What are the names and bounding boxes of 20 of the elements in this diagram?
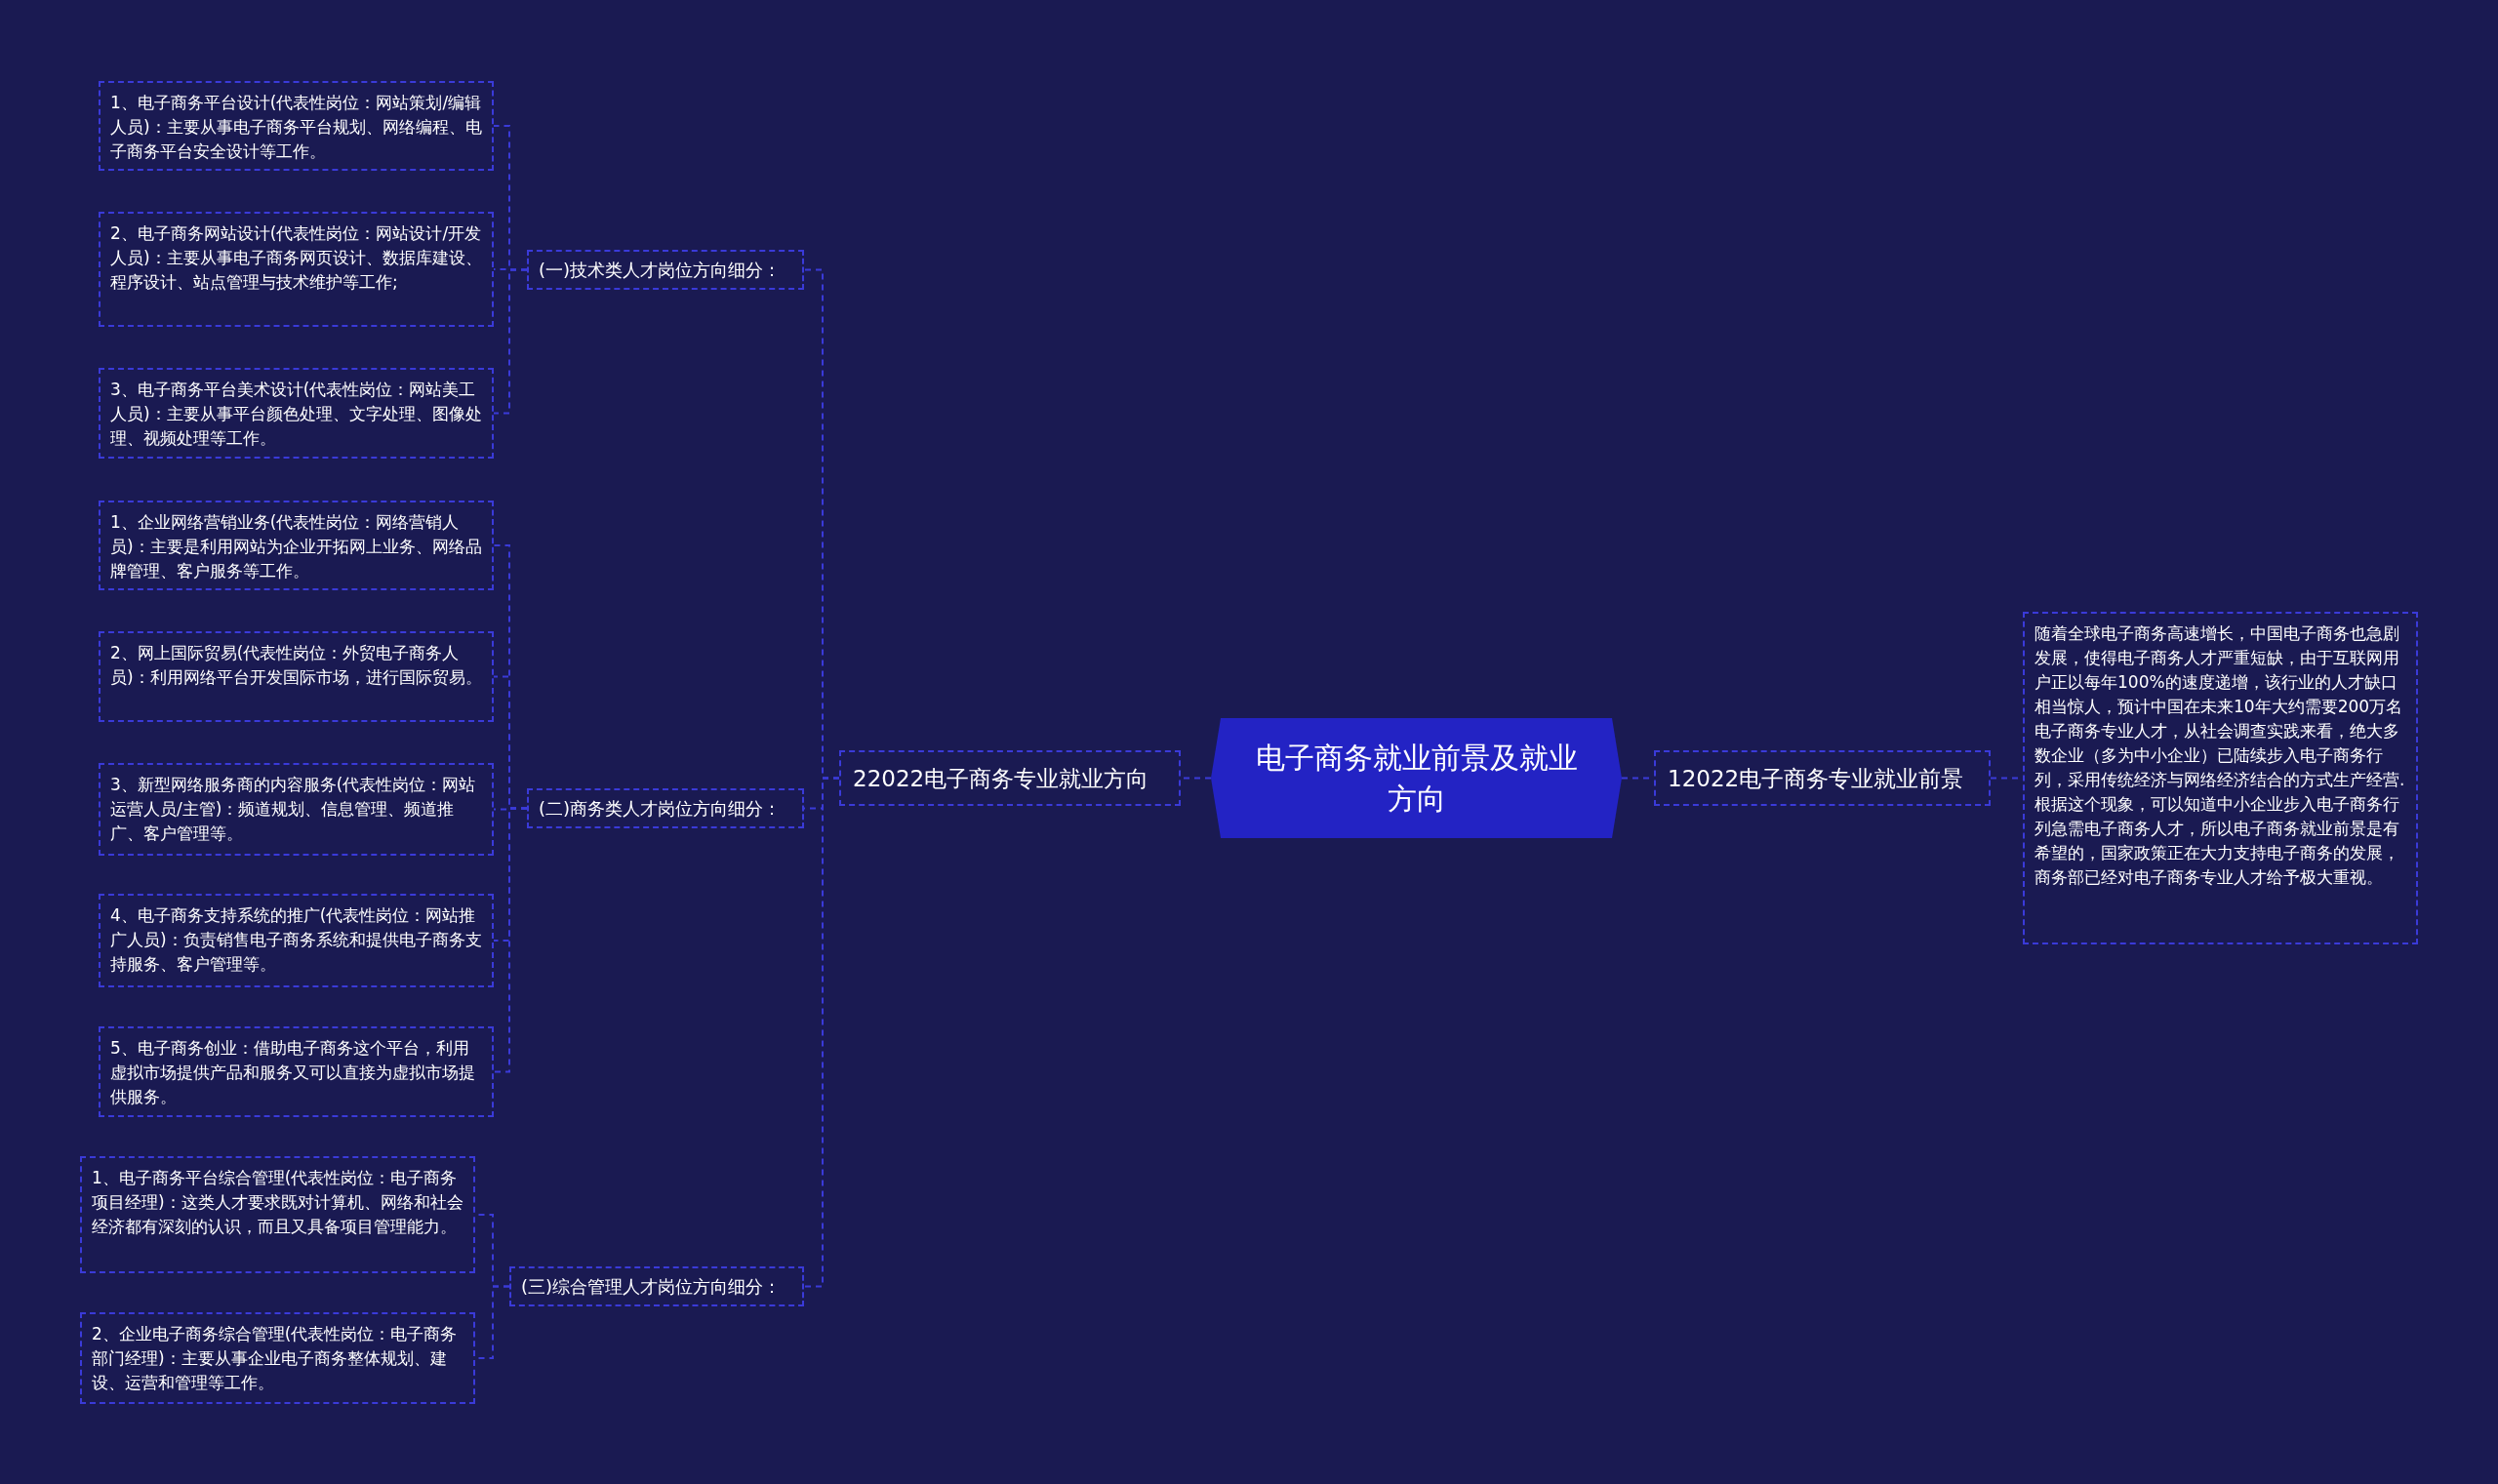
text-box: 1、企业网络营销业务(代表性岗位：网络营销人员)：主要是利用网站为企业开拓网上业务、网络品牌管理、客户服务等工作。 — [99, 501, 494, 590]
subtopic-box: (一)技术类人才岗位方向细分： — [527, 250, 804, 290]
connector-line — [493, 268, 528, 415]
text-box: 1、电子商务平台综合管理(代表性岗位：电子商务项目经理)：这类人才要求既对计算机、网络和社会经济都有深刻的认识，而且又具备项目管理能力。 — [80, 1156, 475, 1273]
subtopic-box: (二)商务类人才岗位方向细分： — [527, 788, 804, 828]
text-box: 2、电子商务网站设计(代表性岗位：网站设计/开发人员)：主要从事电子商务网页设计、数据库建设、程序设计、站点管理与技术维护等工作; — [99, 212, 494, 327]
text-box: 1、电子商务平台设计(代表性岗位：网站策划/编辑人员)：主要从事电子商务平台规划、网络编程、电子商务平台安全设计等工作。 — [99, 81, 494, 171]
text-box: 3、电子商务平台美术设计(代表性岗位：网站美工人员)：主要从事平台颜色处理、文字处理、图像处理、视频处理等工作。 — [99, 368, 494, 459]
text-box: 4、电子商务支持系统的推广(代表性岗位：网站推广人员)：负责销售电子商务系统和提供电子商务支持服务、客户管理等。 — [99, 894, 494, 987]
text-box: 3、新型网络服务商的内容服务(代表性岗位：网站运营人员/主管)：频道规划、信息管理、频道推广、客户管理等。 — [99, 763, 494, 856]
text-box: 5、电子商务创业：借助电子商务这个平台，利用虚拟市场提供产品和服务又可以直接为虚拟市场提供服务。 — [99, 1026, 494, 1117]
branch-topic: 22022电子商务专业就业方向 — [839, 750, 1181, 806]
central-topic: 电子商务就业前景及就业方向 — [1211, 718, 1622, 838]
text-box: 2、网上国际贸易(代表性岗位：外贸电子商务人员)：利用网络平台开发国际市场，进行国际贸易。 — [99, 631, 494, 722]
text-box: 2、企业电子商务综合管理(代表性岗位：电子商务部门经理)：主要从事企业电子商务整体规划、建设、运营和管理等工作。 — [80, 1312, 475, 1404]
text-box: 随着全球电子商务高速增长，中国电子商务也急剧发展，使得电子商务人才严重短缺，由于互联网用户正以每年100%的速度递增，该行业的人才缺口相当惊人，预计中国在未来10年大约需要200万名电子商务专业人才，从社会调查实践来看，绝大多数企业（多为中小企业）已陆续步入电子商务行列，采用传统经济与网络经济结合的方式生产经营.根据这个现象，可以知道中小企业步入电子商务行列急需电子商务人才，所以电子商务就业前景是有希望的，国家政策正在大力支持电子商务的发展，商务部已经对电子商务专业人才给予极大重视。 — [2023, 612, 2418, 944]
subtopic-box: (三)综合管理人才岗位方向细分： — [509, 1266, 804, 1306]
connector-line — [493, 807, 528, 1073]
connector-line — [803, 777, 840, 1288]
branch-topic: 12022电子商务专业就业前景 — [1654, 750, 1991, 806]
